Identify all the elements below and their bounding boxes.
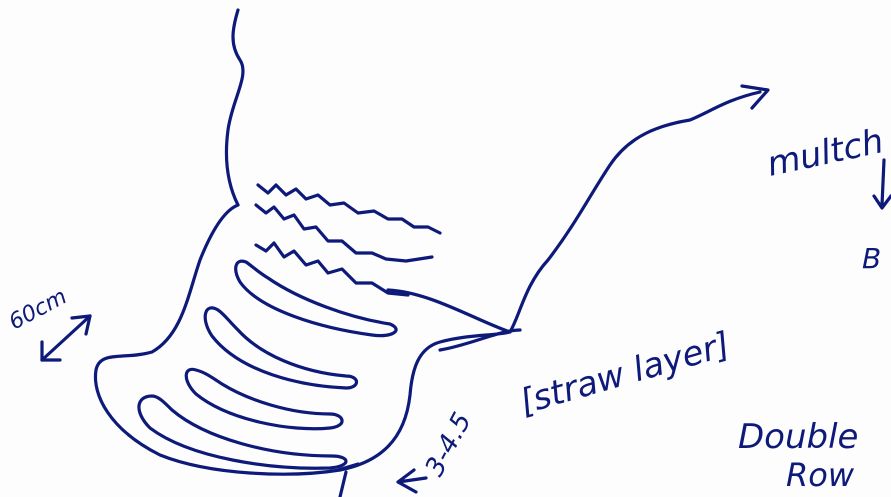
depth-pointer xyxy=(398,470,426,492)
ridge-loop-1 xyxy=(236,261,396,336)
width-arrow-line xyxy=(42,316,90,360)
bottom-tick xyxy=(340,472,346,497)
width-label: 60cm xyxy=(5,284,71,335)
mulch-down-arrow xyxy=(874,160,891,208)
straw-wave-top xyxy=(258,185,440,233)
depth-label: 3-4.5 xyxy=(420,408,478,481)
double-label: Double xyxy=(738,417,858,457)
ridge-loop-2 xyxy=(205,308,356,388)
mulch-cut-label: B xyxy=(862,242,881,275)
straw-layer-label: [straw layer] xyxy=(515,325,734,423)
straw-wave-3 xyxy=(256,243,408,295)
ridge-loop-3 xyxy=(186,369,342,428)
mulch-label: multch xyxy=(764,121,887,185)
plant-stem xyxy=(226,10,243,205)
row-label: Row xyxy=(786,456,855,494)
mulch-arrow-line xyxy=(388,92,760,332)
